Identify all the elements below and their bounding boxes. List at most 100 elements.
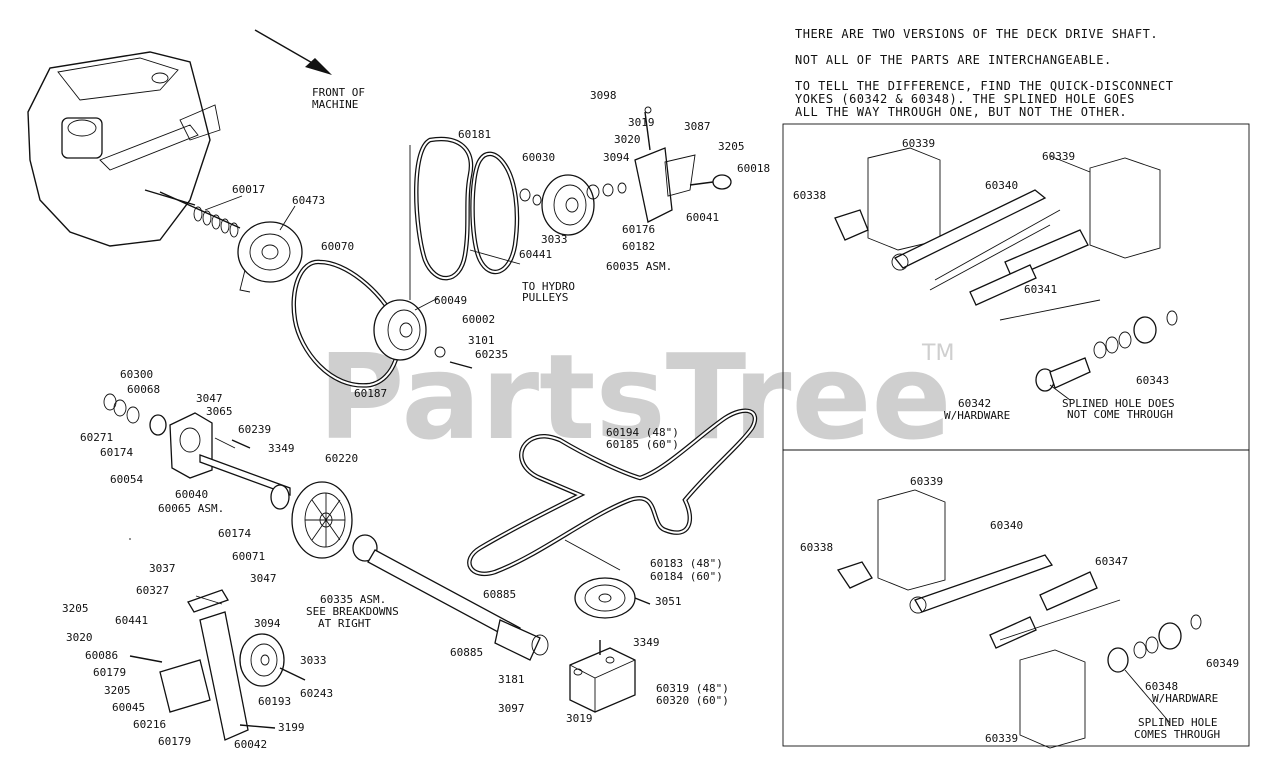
label-splined-hole: SPLINED HOLE [1138, 716, 1217, 729]
label-3051: 3051 [655, 595, 682, 608]
label-60042: 60042 [234, 738, 267, 751]
belt-60187 [291, 259, 401, 388]
label-3181: 3181 [498, 673, 525, 686]
belt-60194 [467, 408, 758, 576]
label-3094: 3094 [603, 151, 630, 164]
shaft-housing [103, 393, 291, 510]
belt-60181 [409, 136, 520, 300]
label-60184: 60184 (60") [650, 570, 723, 583]
idler-bracket-60041 [634, 106, 732, 223]
label-3349: 3349 [268, 442, 295, 455]
label-60342: 60342 [958, 397, 991, 410]
label-60271: 60271 [80, 431, 113, 444]
label-60030: 60030 [522, 151, 555, 164]
label-60071: 60071 [232, 550, 265, 563]
label-60068: 60068 [127, 383, 160, 396]
label-60343: 60343 [1136, 374, 1169, 387]
label-60181: 60181 [458, 128, 491, 141]
label-60049: 60049 [434, 294, 467, 307]
label-60045: 60045 [112, 701, 145, 714]
label-60185: 60185 (60") [606, 438, 679, 451]
label-60179: 60179 [93, 666, 126, 679]
watermark: PartsTree [318, 328, 952, 466]
label-60054: 60054 [110, 473, 143, 486]
label-60070: 60070 [321, 240, 354, 253]
label-3101: 3101 [468, 334, 495, 347]
label-3020-b: 3020 [66, 631, 93, 644]
pto-clutch [193, 206, 303, 293]
label-3094-b: 3094 [254, 617, 281, 630]
label-60239: 60239 [238, 423, 271, 436]
label-3033: 3033 [541, 233, 568, 246]
label-3349-b: 3349 [633, 636, 660, 649]
label-60216: 60216 [133, 718, 166, 731]
label-60002: 60002 [462, 313, 495, 326]
label-w-hardware-b: W/HARDWARE [1152, 692, 1218, 705]
label-3037: 3037 [149, 562, 176, 575]
label-60086: 60086 [85, 649, 118, 662]
label-60187: 60187 [354, 387, 387, 400]
label-60885-b: 60885 [450, 646, 483, 659]
label-60441-b: 60441 [115, 614, 148, 627]
label-60319: 60319 (48") [656, 682, 729, 695]
drive-shaft-60335 [352, 534, 549, 661]
note-line-2: NOT ALL OF THE PARTS ARE INTERCHANGEABLE… [795, 53, 1112, 67]
label-60349: 60349 [1206, 657, 1239, 670]
label-60335: 60335 ASM. [320, 593, 386, 606]
front-arrow: FRONT OF MACHINE [254, 29, 365, 111]
label-60339-b: 60339 [1042, 150, 1075, 163]
label-60174: 60174 [100, 446, 133, 459]
label-60327: 60327 [136, 584, 169, 597]
label-3087: 3087 [684, 120, 711, 133]
pulley-60049 [373, 299, 473, 369]
label-60339-d: 60339 [985, 732, 1018, 745]
label-60018: 60018 [737, 162, 770, 175]
pulley-60183 [574, 577, 651, 619]
label-60235: 60235 [475, 348, 508, 361]
note-line-3: TO TELL THE DIFFERENCE, FIND THE QUICK-D… [795, 79, 1174, 93]
pulley-60220 [291, 481, 353, 559]
label-to-hydro: TO HYDRO [522, 280, 575, 293]
label-60473: 60473 [292, 194, 325, 207]
label-60182: 60182 [622, 240, 655, 253]
label-60340-b: 60340 [990, 519, 1023, 532]
gearbox-60319 [569, 640, 636, 713]
label-pulleys: PULLEYS [522, 291, 568, 304]
label-60183: 60183 (48") [650, 557, 723, 570]
label-60243: 60243 [300, 687, 333, 700]
label-60441: 60441 [519, 248, 552, 261]
label-60017: 60017 [232, 183, 265, 196]
label-3065: 3065 [206, 405, 233, 418]
label-3098: 3098 [590, 89, 617, 102]
engine-illustration [27, 51, 241, 247]
label-60341: 60341 [1024, 283, 1057, 296]
label-60348: 60348 [1145, 680, 1178, 693]
label-60176: 60176 [622, 223, 655, 236]
label-w-hardware-a: W/HARDWARE [944, 409, 1010, 422]
label-60174-b: 60174 [218, 527, 251, 540]
label-3019-b: 3019 [566, 712, 593, 725]
label-60347: 60347 [1095, 555, 1128, 568]
label-60338-a: 60338 [793, 189, 826, 202]
breakdown-frame-bottom [782, 449, 1250, 747]
label-3020: 3020 [614, 133, 641, 146]
label-60040: 60040 [175, 488, 208, 501]
label-splined-hole-does: SPLINED HOLE DOES [1062, 397, 1175, 410]
idler-bracket-60042 [129, 589, 306, 741]
label-60035: 60035 ASM. [606, 260, 672, 273]
label-60194: 60194 (48") [606, 426, 679, 439]
label-3205: 3205 [718, 140, 745, 153]
label-3019: 3019 [628, 116, 655, 129]
label-60885: 60885 [483, 588, 516, 601]
label-60179-b: 60179 [158, 735, 191, 748]
label-3205-c: 3205 [104, 684, 131, 697]
leader-lines [129, 155, 1171, 724]
front-label-1: FRONT OF [312, 86, 365, 99]
front-label-2: MACHINE [312, 98, 358, 111]
watermark-trademark: TM [921, 341, 954, 366]
label-3205-b: 3205 [62, 602, 89, 615]
label-3047: 3047 [196, 392, 223, 405]
label-60339-c: 60339 [910, 475, 943, 488]
label-60041: 60041 [686, 211, 719, 224]
